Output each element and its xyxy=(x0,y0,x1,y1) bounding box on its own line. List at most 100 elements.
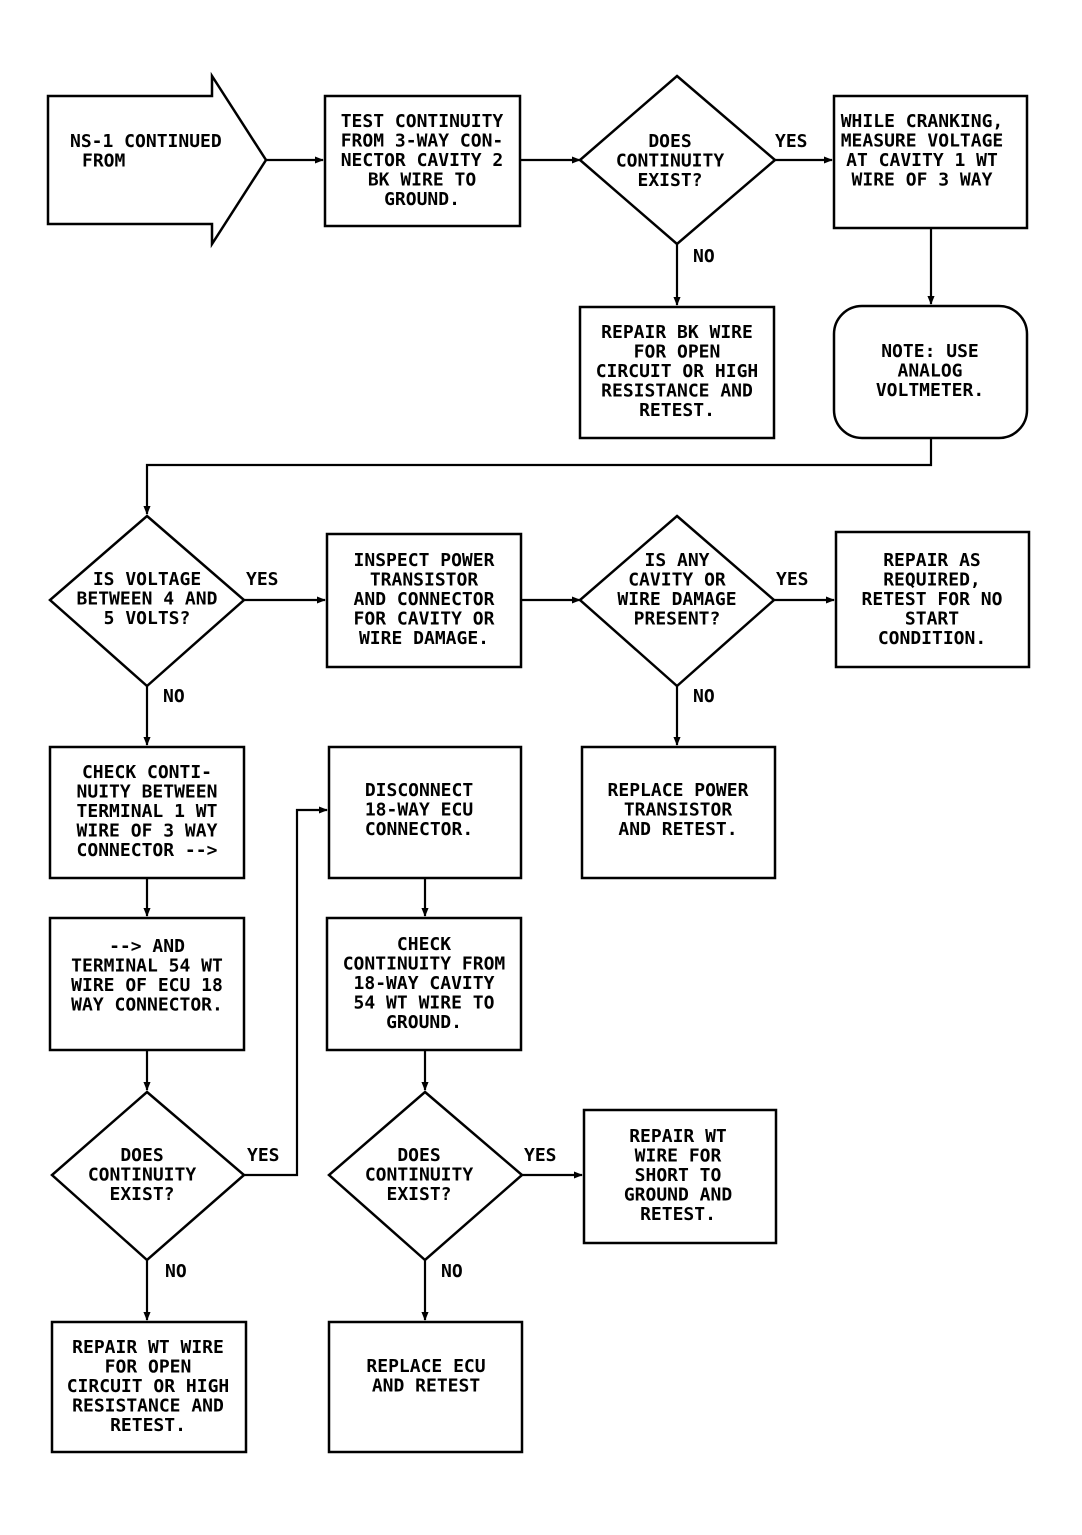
note-text-line: NOTE: USE xyxy=(881,341,979,362)
d2-text-line: IS VOLTAGE xyxy=(93,569,201,590)
n1-text-line: TEST CONTINUITY xyxy=(341,111,504,132)
d5-text-line: EXIST? xyxy=(386,1184,451,1205)
check-continuity-terminal-1-box xyxy=(48,745,246,880)
d2-no-label: NO xyxy=(163,686,185,707)
n1-text-line: FROM 3-WAY CON- xyxy=(341,131,504,152)
d3-text-line: WIRE DAMAGE xyxy=(617,589,736,610)
n9-text-line: --> AND xyxy=(109,936,185,957)
n9-text-line: TERMINAL 54 WT xyxy=(71,956,223,977)
note-analog-voltmeter xyxy=(832,304,1029,440)
n10-text-line: 54 WT WIRE TO xyxy=(354,993,495,1014)
note-text-line: VOLTMETER. xyxy=(876,380,984,401)
n2-text-line: WHILE CRANKING, xyxy=(841,111,1004,132)
d3-text-line: IS ANY xyxy=(644,550,709,571)
n2-text-line: WIRE OF 3 WAY xyxy=(852,170,993,191)
edge-d4-n7 xyxy=(244,806,328,1177)
start-text-line: FROM xyxy=(82,151,126,172)
n1-text-line: BK WIRE TO xyxy=(368,170,477,191)
inspect-transistor-box xyxy=(325,532,523,669)
replace-power-transistor-box xyxy=(580,745,777,880)
n13-text-line: REPLACE ECU xyxy=(366,1356,485,1377)
n6-text-line: NUITY BETWEEN xyxy=(77,782,218,803)
n2-text-line: AT CAVITY 1 WT xyxy=(846,150,998,171)
n12-text-line: REPAIR WT WIRE xyxy=(72,1337,224,1358)
n10-text-line: 18-WAY CAVITY xyxy=(354,973,495,994)
d3-no-label: NO xyxy=(693,686,715,707)
n13-text-line: AND RETEST xyxy=(372,1376,481,1397)
n12-text-line: FOR OPEN xyxy=(105,1357,192,1378)
connector-lines xyxy=(143,156,935,1321)
decision-continuity-1 xyxy=(578,74,777,246)
terminal-54-box xyxy=(48,916,246,1052)
n1-text-line: NECTOR CAVITY 2 xyxy=(341,150,504,171)
d1-text-line: CONTINUITY xyxy=(616,151,725,172)
repair-wt-short-box xyxy=(582,1108,778,1245)
d4-yes-label: YES xyxy=(247,1145,280,1166)
decision-damage xyxy=(578,514,776,688)
n3-text-line: REPAIR BK WIRE xyxy=(601,322,753,343)
repair-as-required-box xyxy=(834,530,1031,669)
edge-labels: YES NO YES NO YES NO YES NO YES NO xyxy=(163,131,809,1282)
n12-text-line: RESISTANCE AND xyxy=(72,1396,224,1417)
d3-yes-label: YES xyxy=(776,569,809,590)
d1-text-line: DOES xyxy=(648,131,691,152)
n7-text-line: CONNECTOR. xyxy=(365,819,473,840)
n5-text-line: REQUIRED, xyxy=(883,570,981,591)
n10-text-line: CHECK xyxy=(397,934,451,955)
d4-no-label: NO xyxy=(165,1261,187,1282)
n9-text-line: WAY CONNECTOR. xyxy=(71,995,223,1016)
n8-text-line: TRANSISTOR xyxy=(624,800,733,821)
measure-voltage-box xyxy=(832,94,1029,230)
n3-text-line: RETEST. xyxy=(639,400,715,421)
flow-shapes xyxy=(46,71,1031,1454)
d1-yes-label: YES xyxy=(775,131,808,152)
n6-text-line: CHECK CONTI- xyxy=(82,762,212,783)
n5-text-line: REPAIR AS xyxy=(883,550,981,571)
d4-text-line: DOES xyxy=(120,1145,163,1166)
n5-text-line: START xyxy=(905,609,959,630)
d2-yes-label: YES xyxy=(246,569,279,590)
d2-text-line: 5 VOLTS? xyxy=(104,608,191,629)
n4-text-line: TRANSISTOR xyxy=(370,570,479,591)
n5-text-line: CONDITION. xyxy=(878,628,986,649)
disconnect-ecu-box xyxy=(327,745,523,880)
n7-text-line: DISCONNECT xyxy=(365,780,474,801)
n4-text-line: FOR CAVITY OR xyxy=(354,609,495,630)
decision-continuity-2 xyxy=(50,1090,246,1262)
note-text-line: ANALOG xyxy=(897,361,962,382)
d1-no-label: NO xyxy=(693,246,715,267)
n12-text-line: CIRCUIT OR HIGH xyxy=(67,1376,230,1397)
d2-text-line: BETWEEN 4 AND xyxy=(77,589,218,610)
check-continuity-cavity-54-box xyxy=(325,916,523,1052)
d1-text-line: EXIST? xyxy=(637,170,702,191)
d5-yes-label: YES xyxy=(524,1145,557,1166)
n11-text-line: RETEST. xyxy=(640,1204,716,1225)
n1-text-line: GROUND. xyxy=(384,189,460,210)
n5-text-line: RETEST FOR NO xyxy=(862,589,1003,610)
edge-note-d2 xyxy=(143,438,933,515)
n11-text-line: WIRE FOR xyxy=(635,1146,722,1167)
n4-text-line: INSPECT POWER xyxy=(354,550,495,571)
repair-bk-wire-box xyxy=(578,305,776,440)
n11-text-line: REPAIR WT xyxy=(629,1126,727,1147)
test-continuity-box xyxy=(323,94,522,228)
n3-text-line: CIRCUIT OR HIGH xyxy=(596,361,759,382)
n2-text-line: MEASURE VOLTAGE xyxy=(841,131,1004,152)
n6-text-line: WIRE OF 3 WAY xyxy=(77,821,218,842)
start-text-line: NS-1 CONTINUED xyxy=(70,131,222,152)
n11-text-line: SHORT TO xyxy=(635,1165,722,1186)
n12-text-line: RETEST. xyxy=(110,1415,186,1436)
d4-text-line: CONTINUITY xyxy=(88,1165,197,1186)
decision-continuity-3 xyxy=(327,1090,524,1262)
d3-text-line: CAVITY OR xyxy=(628,570,726,591)
n8-text-line: AND RETEST. xyxy=(618,819,737,840)
n4-text-line: AND CONNECTOR xyxy=(354,589,495,610)
replace-ecu-box xyxy=(327,1320,524,1454)
n3-text-line: FOR OPEN xyxy=(634,342,721,363)
d5-no-label: NO xyxy=(441,1261,463,1282)
n9-text-line: WIRE OF ECU 18 xyxy=(71,975,223,996)
n10-text-line: GROUND. xyxy=(386,1012,462,1033)
n6-text-line: TERMINAL 1 WT xyxy=(77,801,218,822)
n10-text-line: CONTINUITY FROM xyxy=(343,954,506,975)
